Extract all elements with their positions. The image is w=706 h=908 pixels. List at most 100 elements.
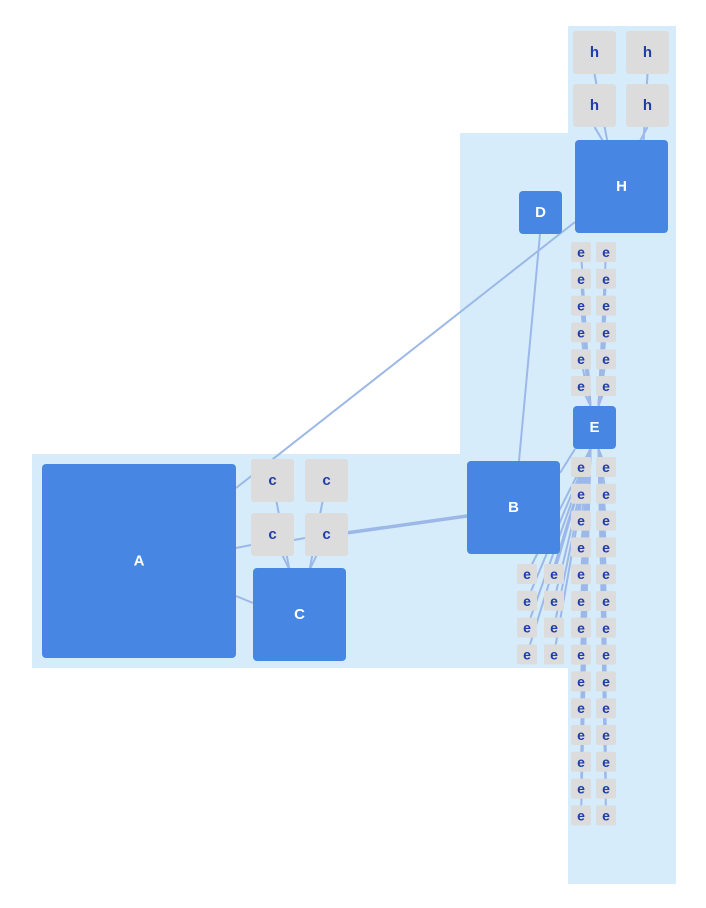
node-e-child-36-label: e: [602, 754, 610, 770]
node-e-child-15-label: e: [577, 486, 585, 502]
node-e-child-17[interactable]: e: [571, 510, 591, 531]
node-e-child-38[interactable]: e: [596, 778, 616, 799]
edge-a-h: [235, 221, 576, 489]
node-e-child-11[interactable]: e: [571, 376, 591, 396]
node-e-child-12[interactable]: e: [596, 376, 616, 396]
node-e-child-16[interactable]: e: [596, 483, 616, 504]
node-e-child-18[interactable]: e: [596, 510, 616, 531]
node-d[interactable]: D: [519, 191, 562, 234]
node-e-child-32[interactable]: e: [596, 698, 616, 719]
node-e-child-27-label: e: [577, 647, 585, 663]
node-e-child-29[interactable]: e: [571, 671, 591, 692]
node-h-child-4-label: h: [643, 97, 652, 114]
node-e-child-20-label: e: [602, 539, 610, 555]
node-c-child-1-label: c: [268, 472, 276, 489]
node-e-child-33[interactable]: e: [571, 725, 591, 745]
node-e-child-24-box: [596, 591, 616, 611]
node-e-child-42[interactable]: e: [517, 590, 537, 611]
node-e-child-3[interactable]: e: [571, 268, 591, 289]
node-c-child-4-box: [305, 513, 348, 556]
node-e-child-14[interactable]: e: [596, 457, 616, 477]
node-e-child-2[interactable]: e: [596, 242, 616, 262]
node-e-child-31[interactable]: e: [571, 698, 591, 719]
node-e-child-25-label: e: [577, 620, 585, 636]
node-e-child-4-label: e: [602, 271, 610, 287]
node-c-child-2[interactable]: c: [305, 459, 348, 502]
node-h-child-4[interactable]: h: [626, 84, 669, 127]
node-e-child-23-box: [571, 591, 591, 611]
node-e-child-26[interactable]: e: [596, 617, 616, 638]
node-e-child-20[interactable]: e: [596, 537, 616, 558]
node-e-child-23-label: e: [577, 593, 585, 609]
node-e-child-26-label: e: [602, 620, 610, 636]
node-h-child-2[interactable]: h: [626, 31, 669, 74]
node-e-child-33-label: e: [577, 727, 585, 743]
node-e-child-35[interactable]: e: [571, 751, 591, 772]
node-e-child-6[interactable]: e: [596, 295, 616, 316]
node-e-child-8[interactable]: e: [596, 322, 616, 343]
node-e-child-14-label: e: [602, 459, 610, 475]
node-e-child-46[interactable]: e: [544, 590, 564, 611]
node-e-child-6-label: e: [602, 298, 610, 314]
node-e-child-36[interactable]: e: [596, 751, 616, 772]
node-h-child-1[interactable]: h: [573, 31, 616, 74]
node-e-child-39[interactable]: e: [571, 805, 591, 826]
node-e-child-13[interactable]: e: [571, 457, 591, 477]
node-h-child-1-label: h: [590, 44, 599, 61]
node-e-child-45[interactable]: e: [544, 564, 564, 584]
node-e-child-38-box: [596, 778, 616, 799]
node-e-child-41[interactable]: e: [517, 564, 537, 584]
node-e-child-37-box: [571, 778, 591, 799]
node-e-child-5-label: e: [577, 298, 585, 314]
node-e-child-15[interactable]: e: [571, 483, 591, 504]
node-e-child-28-label: e: [602, 647, 610, 663]
node-e-child-30[interactable]: e: [596, 671, 616, 692]
node-e-child-34[interactable]: e: [596, 725, 616, 745]
node-c[interactable]: C: [253, 568, 346, 661]
node-e-child-5[interactable]: e: [571, 295, 591, 316]
node-e-child-37[interactable]: e: [571, 778, 591, 799]
node-e-child-10[interactable]: e: [596, 349, 616, 370]
node-e-child-22[interactable]: e: [596, 564, 616, 585]
node-e-child-7[interactable]: e: [571, 322, 591, 343]
node-e-child-30-label: e: [602, 673, 610, 689]
node-e-child-44-box: [517, 644, 537, 665]
node-e-child-9-label: e: [577, 351, 585, 367]
node-e-child-43[interactable]: e: [517, 617, 537, 638]
node-h[interactable]: H: [575, 140, 668, 233]
node-e-child-10-label: e: [602, 351, 610, 367]
node-e-child-47[interactable]: e: [544, 617, 564, 638]
node-e-child-25[interactable]: e: [571, 617, 591, 638]
node-e-child-24[interactable]: e: [596, 591, 616, 611]
node-e-child-4[interactable]: e: [596, 268, 616, 289]
node-e-child-44[interactable]: e: [517, 644, 537, 665]
node-c-child-1[interactable]: c: [251, 459, 294, 502]
node-c-child-4[interactable]: c: [305, 513, 348, 556]
node-e-child-48[interactable]: e: [544, 644, 564, 665]
node-e[interactable]: E: [573, 406, 616, 449]
node-e-child-39-label: e: [577, 807, 585, 823]
node-e-child-23[interactable]: e: [571, 591, 591, 611]
node-e-child-21[interactable]: e: [571, 564, 591, 585]
node-b[interactable]: B: [467, 461, 560, 554]
node-e-child-28[interactable]: e: [596, 644, 616, 665]
node-e-child-9[interactable]: e: [571, 349, 591, 370]
node-c-child-3-label: c: [268, 526, 276, 543]
node-h-child-4-box: [626, 84, 669, 127]
node-e-child-2-label: e: [602, 244, 610, 260]
node-h-child-3[interactable]: h: [573, 84, 616, 127]
node-e-child-8-label: e: [602, 324, 610, 340]
node-h-child-3-box: [573, 84, 616, 127]
edge-b-e: [559, 448, 576, 474]
node-e-child-40[interactable]: e: [596, 805, 616, 826]
edge-h3-hub: [593, 126, 605, 143]
node-c-child-3[interactable]: c: [251, 513, 294, 556]
node-h-label: H: [616, 178, 627, 195]
node-e-child-27[interactable]: e: [571, 644, 591, 665]
node-e-child-19-box: [571, 537, 591, 558]
node-e-child-19[interactable]: e: [571, 537, 591, 558]
node-e-child-1[interactable]: e: [571, 242, 591, 262]
node-a[interactable]: A: [42, 464, 236, 658]
node-e-child-37-label: e: [577, 781, 585, 797]
